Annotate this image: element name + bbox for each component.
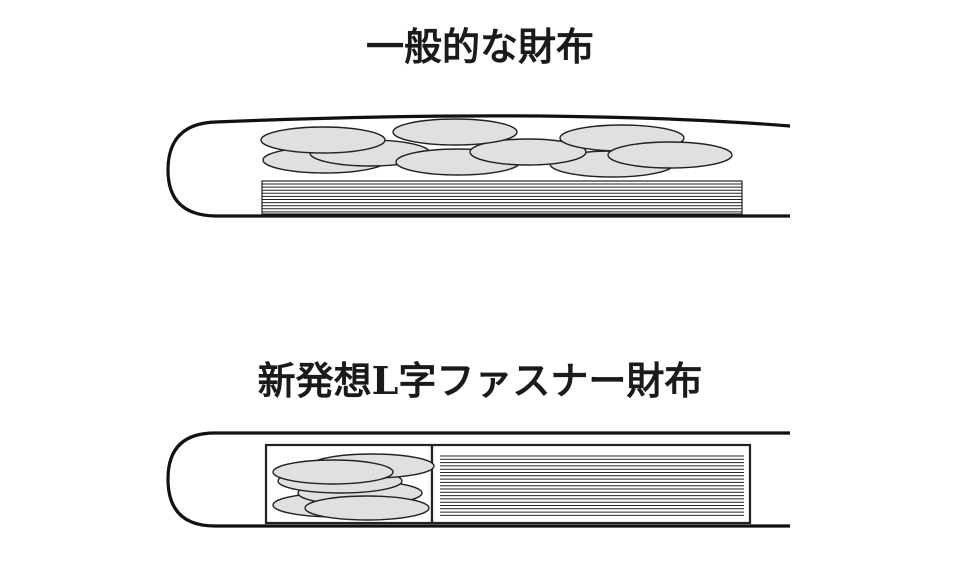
section-title-l-zip-wallet: 新発想L字ファスナー財布 xyxy=(257,358,703,403)
coin xyxy=(607,141,733,169)
section-title-regular-wallet: 一般的な財布 xyxy=(365,24,594,69)
regular-wallet-diagram xyxy=(166,114,791,218)
bill-compartment xyxy=(430,443,752,525)
coin xyxy=(392,118,518,146)
coin xyxy=(260,126,386,154)
l-zip-wallet-diagram xyxy=(166,431,790,528)
coin xyxy=(272,459,394,485)
coin xyxy=(304,495,430,521)
l-zip-wallet-outline xyxy=(166,431,790,528)
regular-wallet-outline xyxy=(166,114,791,218)
coin-pile xyxy=(272,453,435,521)
coin-pile xyxy=(260,118,733,178)
coin xyxy=(469,138,587,166)
bill-stack xyxy=(440,455,744,516)
bill-stack xyxy=(261,180,743,215)
